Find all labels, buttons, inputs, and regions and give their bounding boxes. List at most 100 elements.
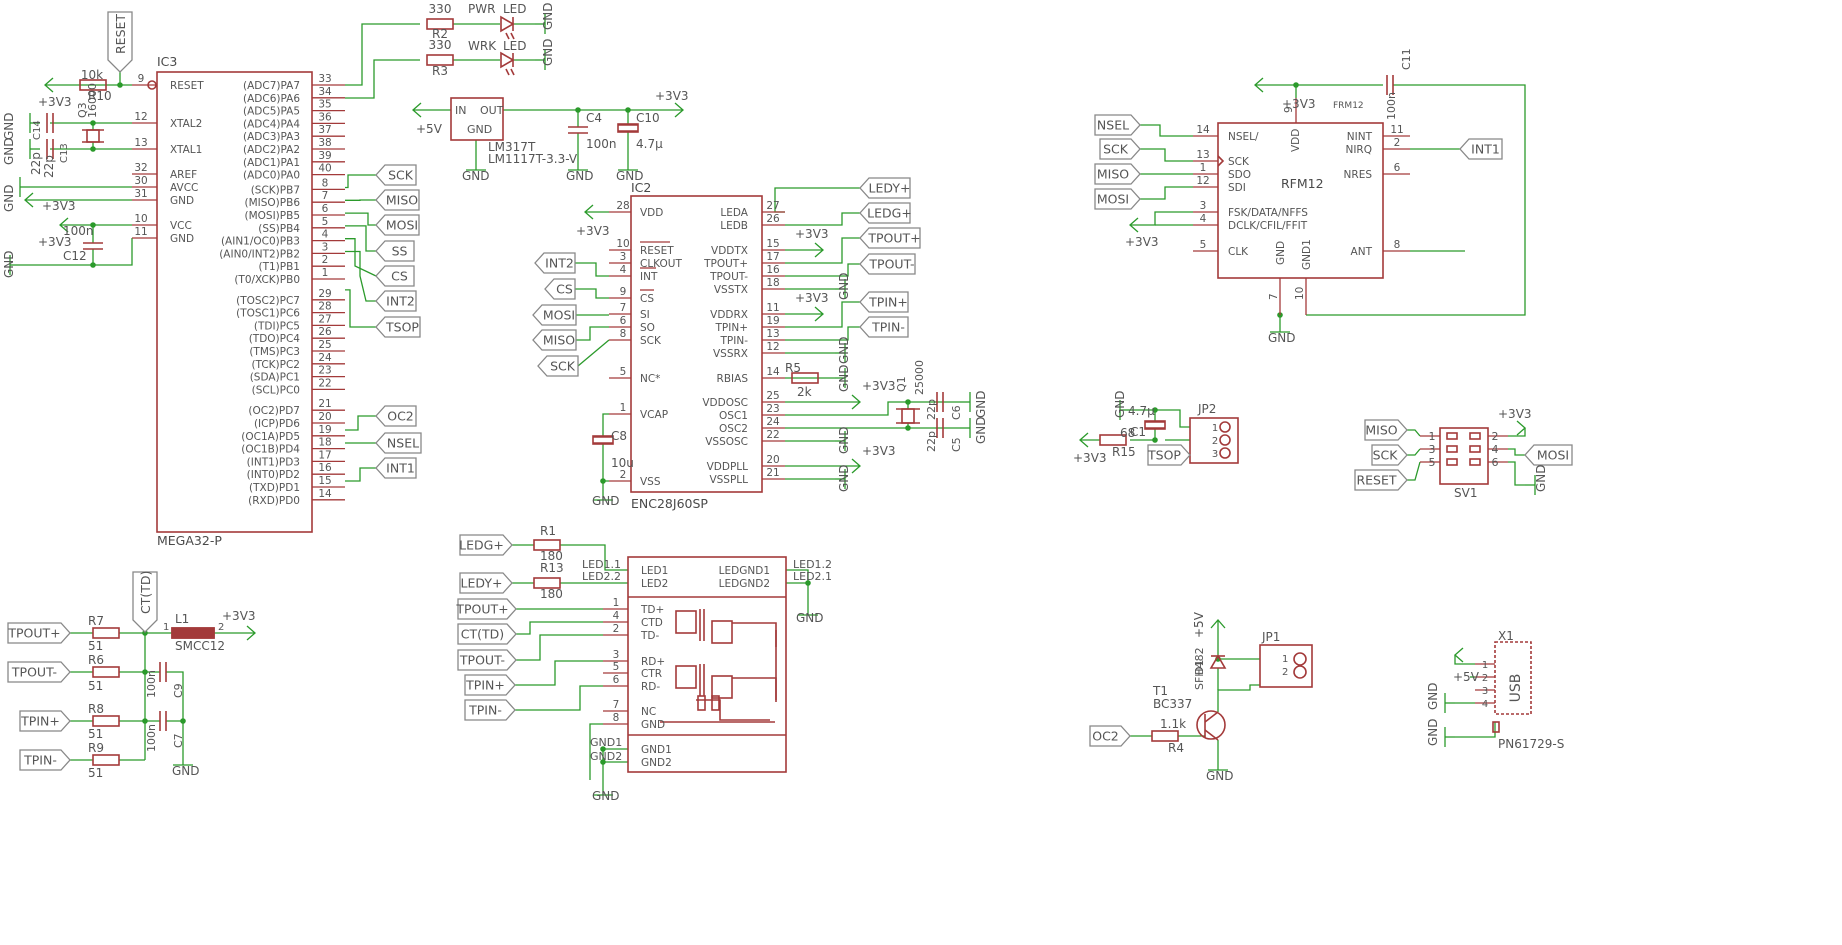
ic3-pin-num: 3	[322, 241, 329, 253]
flag-ctd-text: CT(TD)	[138, 571, 153, 614]
ic2-pin-num: 5	[620, 366, 627, 378]
magjack-pin-name: GND2	[641, 757, 672, 769]
ic2-pin-name: VDDTX	[711, 245, 748, 257]
wire-mosi-rfm	[1140, 186, 1193, 200]
rfm12-pin-name: VDD	[1290, 129, 1302, 152]
l1-value: SMCC12	[175, 639, 225, 653]
ic2-pin-num: 20	[766, 454, 779, 466]
wire-sv-reset	[1407, 461, 1421, 481]
junction-dot	[600, 746, 606, 752]
c5-ref: C5	[950, 437, 963, 452]
ic3-pin-num: 1	[322, 267, 329, 279]
magjack-trace	[696, 699, 770, 721]
flag-nsel-rfm	[1094, 114, 1141, 136]
rfm12-clock-marker	[1217, 155, 1225, 167]
v33-label: +3V3	[1125, 235, 1159, 249]
c8-value: 10u	[611, 456, 634, 470]
led-pwr	[500, 15, 515, 33]
flag-reset-sv1-text: RESET	[1356, 473, 1396, 488]
flag-tpin-p-mj-text: TPIN+	[465, 678, 505, 693]
ic3-pin-num: 39	[318, 150, 331, 162]
v33-label: +3V3	[862, 444, 896, 458]
gnd1-label: GND1	[590, 736, 622, 749]
ic2-pin-num: 12	[766, 341, 779, 353]
rfm12-pin-num: 9	[1283, 106, 1295, 113]
r8-body	[92, 715, 120, 727]
ic2-pin-name: TPIN+	[715, 322, 749, 334]
ic2-pin-num: 10	[616, 238, 629, 250]
ic2-pin-num: 24	[766, 416, 780, 428]
arrow-3v3	[814, 242, 824, 258]
v33-label: +3V3	[655, 89, 689, 103]
ic3-pin-num: 8	[322, 177, 329, 189]
rfm12-pin-num: 6	[1394, 162, 1401, 174]
flag-tpout-m-mj-text: TPOUT-	[459, 653, 505, 668]
c8-body	[592, 435, 614, 445]
wire-led1	[560, 544, 628, 571]
jp1-pin-num: 2	[1282, 667, 1288, 678]
x1-pin-num: 4	[1482, 699, 1488, 710]
ic3-pin-name: (MOSI)PB5	[245, 210, 301, 222]
d1-value: SFH482	[1193, 647, 1206, 690]
ic2-pin-name: NC*	[640, 373, 660, 385]
magjack-pin-name: LED2	[641, 578, 668, 590]
ic3-pin-num: 19	[318, 424, 331, 436]
ic3-pin-name: (TDO)PC4	[249, 333, 301, 345]
sv1-pin	[1469, 445, 1481, 453]
ic3-pin-name: (TCK)PC2	[251, 359, 300, 371]
flag-tpin-m-term	[19, 749, 71, 771]
r5-ref: R5	[785, 361, 801, 375]
junction-dot	[90, 262, 96, 268]
q1-body	[901, 408, 915, 424]
jp2-pin-num: 3	[1212, 449, 1218, 460]
c10-body	[617, 123, 639, 133]
c12-ref: C12	[63, 249, 87, 263]
junction-dot	[1293, 82, 1299, 88]
ic2-pin-name: LEDB	[720, 220, 748, 232]
wire-sv-gnd	[1508, 461, 1525, 486]
ic2-pin-num: 18	[766, 277, 779, 289]
c13-ref: C13	[59, 143, 70, 163]
ic2-pin-name: OSC1	[719, 410, 748, 422]
flag-tpout-p	[859, 227, 921, 249]
flag-mosi	[375, 214, 420, 236]
rfm12-pin-name: NRES	[1344, 169, 1373, 181]
rfm12-pin-name: SDO	[1228, 169, 1251, 181]
ic3-reset-inversion	[147, 80, 157, 90]
rfm12-pin-name: SCK	[1228, 156, 1250, 168]
flag-mosi-sv1-text: MOSI	[1537, 448, 1569, 463]
arrow-3v3	[584, 204, 594, 220]
r2-body	[426, 18, 454, 30]
ic3-pin-name: (TOSC2)PC7	[236, 295, 300, 307]
sv1-pin-num: 5	[1429, 456, 1436, 469]
gnd-label: GND	[837, 336, 851, 364]
ic2-pin-name: VDDOSC	[702, 397, 748, 409]
flag-tpin-p-term-text: TPIN+	[20, 714, 60, 729]
flag-tpin-m-text: TPIN-	[871, 320, 905, 335]
r7-ref: R7	[88, 614, 104, 628]
wire-nsel	[1140, 124, 1193, 137]
ic3-pin-name: (RXD)PD0	[248, 495, 300, 507]
ic3-name: MEGA32-P	[157, 533, 222, 548]
flag-reset	[107, 11, 133, 73]
flag-int1-rfm	[1459, 138, 1503, 160]
ic3-pin-num: 32	[134, 162, 147, 174]
ic2-ref: IC2	[631, 180, 651, 195]
arrow-3v3	[1079, 432, 1089, 448]
ic2-pin-num: 15	[766, 238, 779, 250]
wire-c9	[166, 671, 184, 720]
gnd-label: GND	[837, 272, 851, 300]
r2-ref: R2	[432, 27, 448, 41]
ic3-pin-name: (ADC3)PA3	[243, 131, 300, 143]
ic3-body	[156, 71, 313, 533]
ic3-pin-num: 24	[318, 352, 332, 364]
rfm12-pin-num: 8	[1394, 239, 1401, 251]
r15-body	[1099, 434, 1127, 446]
r15-value: 68	[1120, 426, 1135, 440]
led-wrk	[500, 51, 515, 69]
sv1-body	[1439, 427, 1489, 485]
ic3-pin-name: (ICP)PD6	[254, 418, 300, 430]
flag-oc2-drv-text: OC2	[1092, 729, 1119, 744]
c14-ref: C14	[32, 120, 43, 140]
c4-value: 100n	[586, 137, 617, 151]
